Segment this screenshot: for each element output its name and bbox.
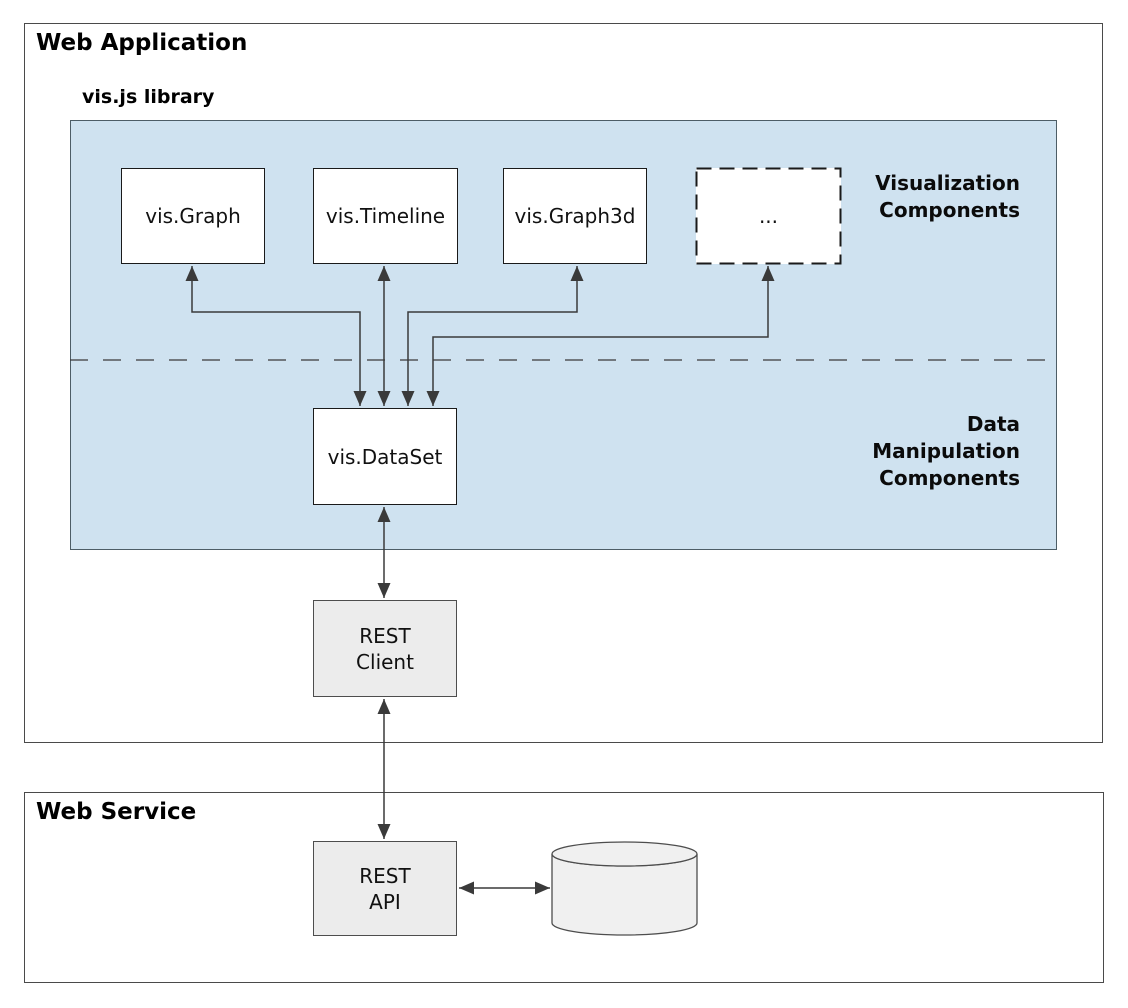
visjs-library-title: vis.js library [82, 86, 215, 108]
dataset-label: vis.DataSet [327, 444, 443, 469]
data-manipulation-components-label: Data Manipulation Components [872, 412, 1020, 490]
data-cylinder-label: Data [600, 876, 649, 900]
component-box-vis-graph3d: vis.Graph3d [503, 168, 647, 264]
rest-api-label: REST API [359, 863, 411, 914]
component-label: vis.Graph [145, 204, 241, 228]
component-label: vis.Graph3d [514, 204, 636, 228]
web-service-title: Web Service [36, 799, 197, 825]
component-label: vis.Timeline [325, 204, 446, 228]
rest-client-box: REST Client [313, 600, 457, 697]
component-box-vis-timeline: vis.Timeline [313, 168, 458, 264]
component-label: ... [758, 204, 779, 228]
dataset-box: vis.DataSet [313, 408, 457, 505]
visualization-components-label: Visualization Components [875, 171, 1020, 222]
component-box-vis-graph: vis.Graph [121, 168, 265, 264]
rest-client-label: REST Client [356, 623, 414, 674]
web-application-title: Web Application [36, 30, 248, 56]
rest-api-box: REST API [313, 841, 457, 936]
